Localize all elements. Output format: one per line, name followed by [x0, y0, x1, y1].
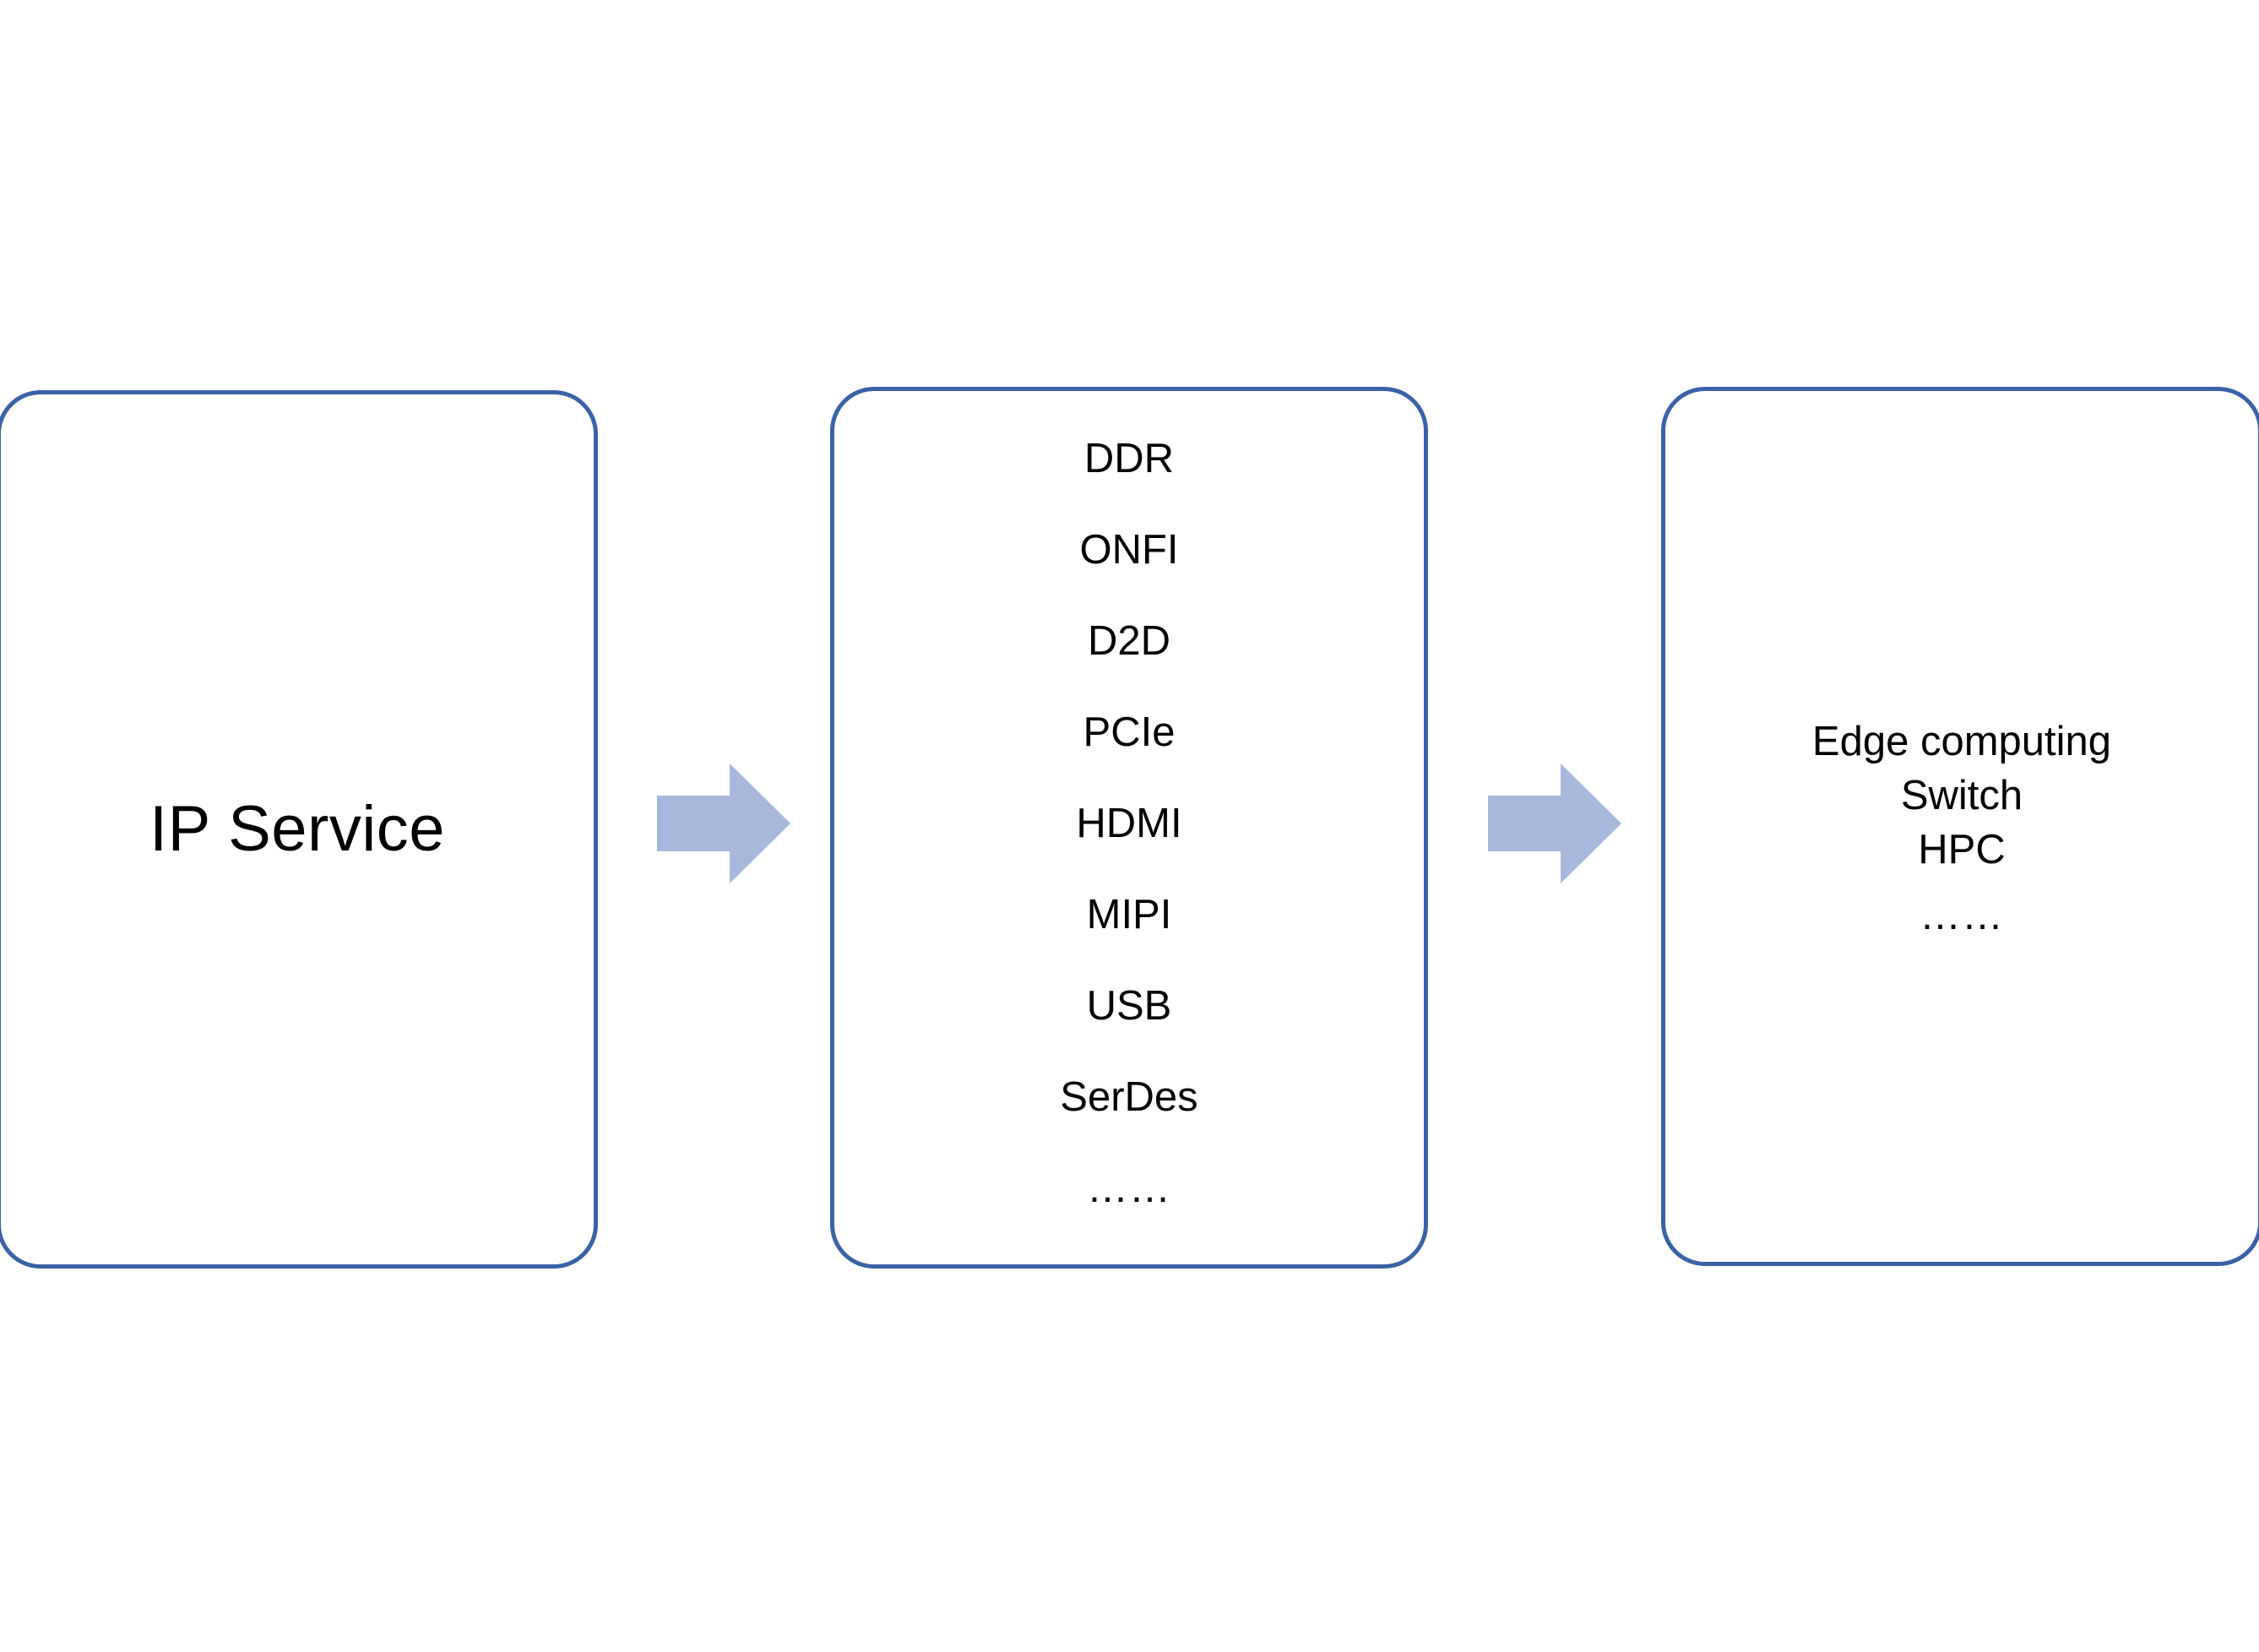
protocol-ip-list: DDR ONFI D2D PCIe HDMI MIPI USB SerDes ……: [834, 435, 1424, 1211]
node-ip-service-label: IP Service: [149, 793, 445, 866]
application-domain-list: Edge computing Switch HPC ……: [1665, 721, 2258, 937]
list-item: HDMI: [1076, 800, 1182, 846]
list-item: Switch: [1900, 773, 2023, 818]
node-application-domains[interactable]: Edge computing Switch HPC ……: [1661, 387, 2259, 1266]
list-item: SerDes: [1060, 1073, 1198, 1120]
list-item: DDR: [1083, 435, 1175, 481]
node-protocol-ip-list[interactable]: DDR ONFI D2D PCIe HDMI MIPI USB SerDes ……: [830, 387, 1428, 1269]
list-item: PCIe: [1083, 709, 1176, 755]
list-item: Edge computing: [1811, 719, 2112, 764]
list-item-ellipsis: ……: [1920, 893, 2004, 938]
list-item: D2D: [1087, 617, 1171, 664]
list-item: USB: [1086, 982, 1172, 1029]
list-item: HPC: [1918, 827, 2006, 872]
arrow-right-icon-2: [1488, 764, 1621, 883]
node-ip-service[interactable]: IP Service: [0, 390, 598, 1269]
list-item: MIPI: [1086, 891, 1172, 937]
list-item-ellipsis: ……: [1087, 1165, 1171, 1211]
list-item: ONFI: [1079, 526, 1179, 573]
arrow-right-icon-1: [657, 764, 790, 883]
